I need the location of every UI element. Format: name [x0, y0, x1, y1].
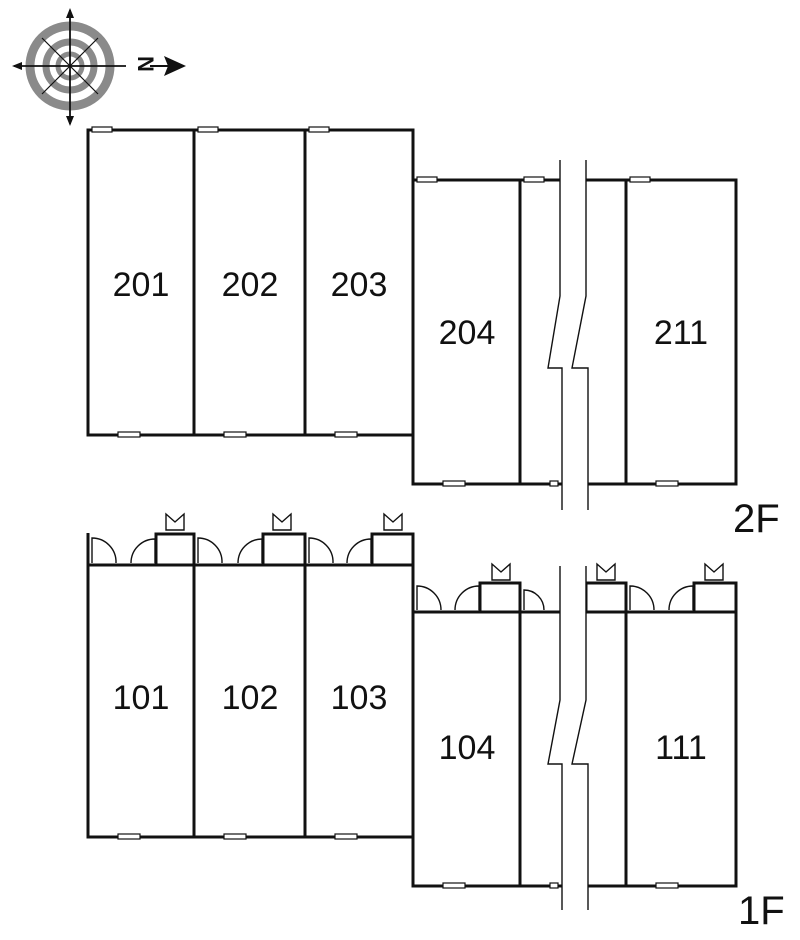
unit-102-outline [192, 563, 307, 839]
unit-label: 211 [654, 314, 708, 352]
unit-label: 104 [439, 729, 496, 767]
floor-label-2f: 2F [733, 497, 780, 541]
north-arrow-compass-icon: N [12, 8, 186, 126]
unit-label: 201 [113, 266, 170, 304]
unit-211-outline [624, 610, 738, 888]
unit-label: 102 [222, 679, 279, 717]
unit-104-outline [411, 610, 522, 888]
unit-204-outline [411, 178, 522, 486]
unit-label: 204 [439, 314, 496, 352]
unit-103-outline [303, 563, 415, 839]
unit-211-outline [624, 178, 738, 486]
door-swing-icons-1f [91, 537, 694, 611]
unit-label: 202 [222, 266, 279, 304]
window-marks-2f-top [91, 126, 651, 183]
omitted-units-break-icon [547, 566, 589, 910]
window-marks-2f-bottom [117, 431, 679, 487]
unit-label: 103 [331, 679, 388, 717]
north-arrow-icon [164, 56, 186, 76]
floor-label-1f: 1F [738, 889, 785, 933]
floor-1-plan: 101 102 103 104 111 1F [86, 512, 785, 933]
unit-203-outline [303, 128, 415, 437]
unit-label: 203 [331, 266, 388, 304]
floor-2-plan: 201 202 203 204 211 2F [86, 126, 780, 541]
unit-label: 101 [113, 679, 170, 717]
entrance-alcoves-1f [86, 532, 738, 612]
unit-202-outline [192, 128, 307, 437]
unit-101-outline [86, 563, 196, 839]
bay-window-icons-1f [165, 512, 724, 581]
window-marks-1f-bottom [117, 833, 679, 889]
unit-label: 111 [655, 729, 707, 767]
omitted-units-break-icon [547, 160, 589, 510]
north-label: N [133, 56, 158, 72]
